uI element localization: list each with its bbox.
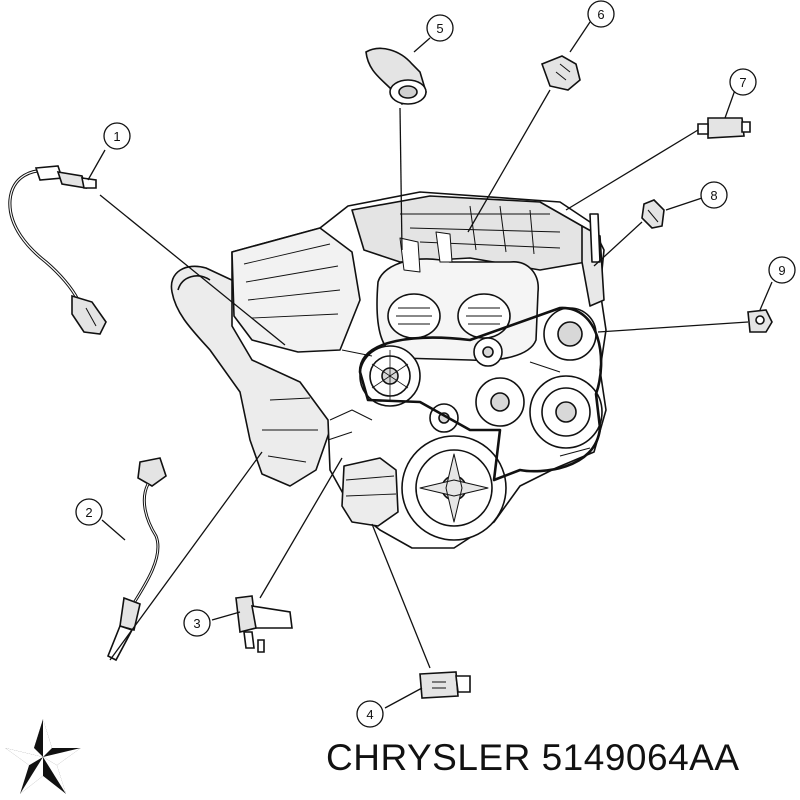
callout-8-number: 8	[710, 188, 717, 203]
part-8-switch	[641, 199, 665, 229]
callout-5-number: 5	[436, 21, 443, 36]
part-2-oxygen-sensor	[106, 457, 167, 662]
leader-line-9	[759, 281, 773, 311]
leader-line-4b	[371, 523, 431, 669]
callout-3: 3	[183, 609, 211, 637]
callout-9: 9	[768, 256, 796, 284]
part-4-pressure-switch	[419, 671, 471, 699]
leader-line-6a	[569, 21, 591, 53]
part-number: 5149064AA	[541, 737, 740, 778]
leader-line-5a	[413, 37, 431, 53]
leader-line-2a	[101, 519, 126, 541]
callout-3-number: 3	[193, 616, 200, 631]
leader-line-2b	[109, 451, 263, 661]
callout-9-number: 9	[778, 263, 785, 278]
leader-line-7b	[565, 129, 699, 211]
callout-1: 1	[103, 122, 131, 150]
part-5-intake-elbow	[365, 47, 427, 106]
leader-line-7	[724, 89, 736, 119]
oil-filter	[341, 457, 399, 527]
leader-lines	[87, 21, 773, 709]
part-9-knock-sensor	[747, 309, 773, 333]
callout-2: 2	[75, 498, 103, 526]
leader-line-6b	[467, 89, 551, 233]
leader-line-9b	[597, 321, 749, 333]
chrysler-pentastar-icon	[5, 719, 81, 794]
leader-line-1b	[99, 194, 286, 346]
exhaust-pipe	[170, 265, 331, 487]
callout-4-number: 4	[366, 707, 373, 722]
serpentine-belt	[358, 306, 603, 482]
leader-line-8	[665, 197, 703, 211]
callout-5: 5	[426, 14, 454, 42]
air-intake-housing	[231, 227, 361, 353]
callout-1-number: 1	[113, 129, 120, 144]
callout-7: 7	[729, 68, 757, 96]
leader-line-5b	[399, 107, 403, 251]
callout-6: 6	[587, 0, 615, 28]
part-6-map-sensor	[540, 55, 581, 91]
callout-8: 8	[700, 181, 728, 209]
part-3-crankshaft-sensor	[235, 595, 293, 653]
leader-line-1a	[87, 149, 106, 181]
brand-name: CHRYSLER	[326, 737, 531, 778]
leader-line-4a	[384, 687, 423, 709]
leader-line-3a	[211, 611, 241, 621]
callout-7-number: 7	[739, 75, 746, 90]
part-1-oxygen-sensor	[8, 165, 107, 335]
callout-4: 4	[356, 700, 384, 728]
callout-2-number: 2	[85, 505, 92, 520]
callout-6-number: 6	[597, 7, 604, 22]
leader-line-3b	[259, 457, 343, 599]
engine-assembly	[170, 191, 607, 549]
part-7-sensor	[697, 117, 751, 139]
leader-line-8b	[593, 221, 643, 267]
brand-part-label: CHRYSLER 5149064AA	[326, 737, 740, 779]
